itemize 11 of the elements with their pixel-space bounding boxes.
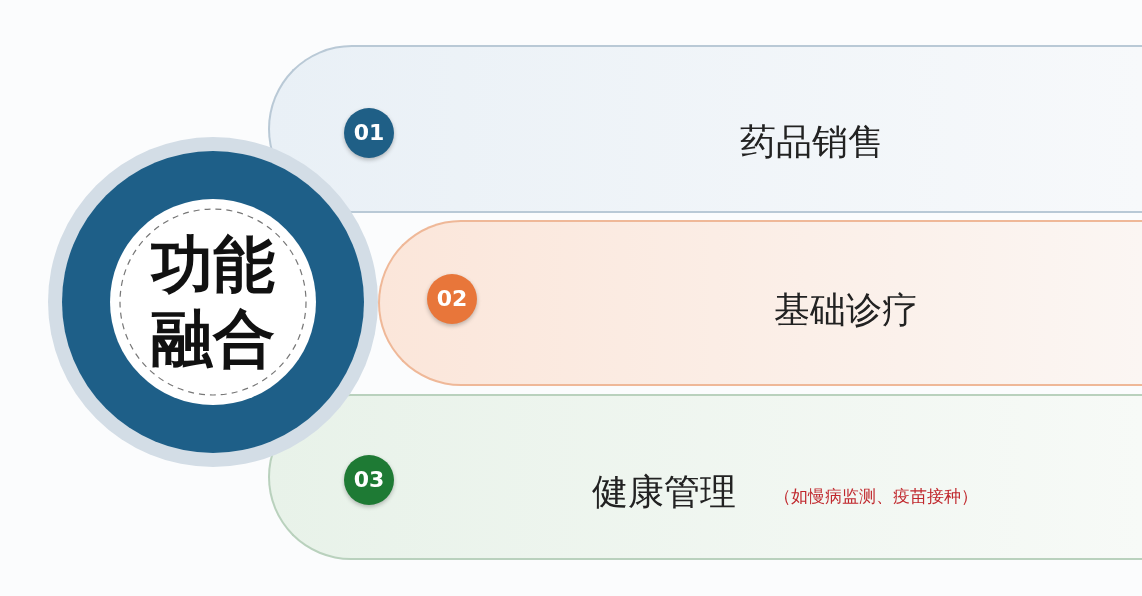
number-badge: 03	[344, 455, 394, 505]
menu-band	[268, 45, 1142, 213]
item-title: 基础诊疗	[774, 288, 918, 332]
item-title: 健康管理	[592, 470, 736, 514]
item-title: 药品销售	[740, 120, 884, 164]
center-title: 功能融合	[149, 228, 276, 376]
menu-band	[268, 394, 1142, 560]
item-note: （如慢病监测、疫苗接种）	[774, 485, 978, 508]
number-badge: 02	[427, 274, 477, 324]
menu-band	[378, 220, 1142, 386]
number-badge: 01	[344, 108, 394, 158]
